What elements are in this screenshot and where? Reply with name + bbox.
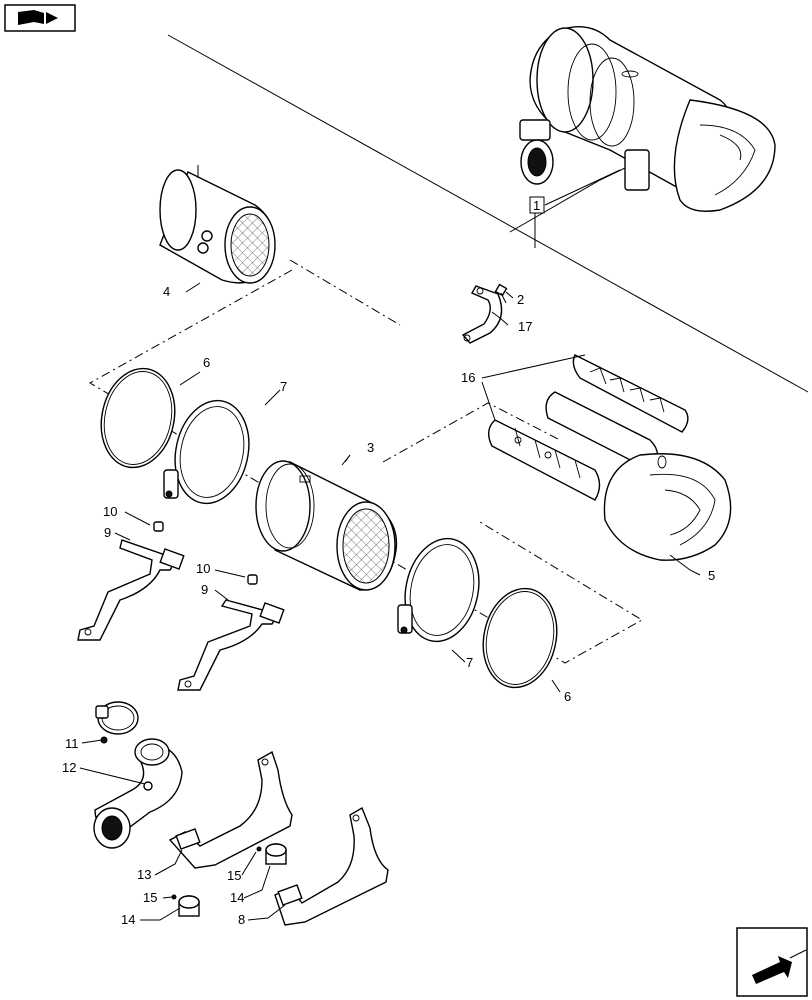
book-arrow-icon[interactable] [4, 4, 76, 32]
callout-9-upper: 9 [104, 525, 111, 540]
callout-8: 8 [238, 912, 245, 927]
next-page-arrow-icon[interactable] [736, 927, 808, 997]
part-8-saddle-bracket [274, 806, 389, 926]
callout-6-upper: 6 [203, 355, 210, 370]
part-10-bolt-lower [247, 574, 258, 585]
part-1-muffler-assembly [519, 26, 776, 212]
callout-1: 1 [533, 198, 540, 213]
part-7-clamp-lower [397, 537, 480, 643]
callout-15-left: 15 [143, 890, 157, 905]
callout-11: 11 [65, 736, 79, 751]
part-6-gasket-upper [100, 367, 176, 469]
part-13-saddle-bracket [168, 750, 293, 869]
callout-labels: 1 2 3 4 5 6 6 7 7 8 9 9 10 10 11 12 13 1… [62, 196, 715, 927]
callout-15-right: 15 [227, 868, 241, 883]
part-9-strap-lower [177, 599, 285, 691]
callout-7-upper: 7 [280, 379, 287, 394]
part-14-spacer-left [178, 895, 200, 917]
callout-box-1 [529, 196, 545, 214]
callout-9-lower: 9 [201, 582, 208, 597]
callout-7-lower: 7 [466, 655, 473, 670]
part-5-end-cap [603, 453, 732, 561]
callout-4: 4 [163, 284, 170, 299]
callout-14-left: 14 [121, 912, 135, 927]
part-9-strap-upper [77, 539, 185, 641]
reference-lines [167, 34, 809, 393]
callout-17: 17 [518, 319, 532, 334]
part-11-hose-clamp [95, 701, 139, 744]
callout-14-right: 14 [230, 890, 244, 905]
part-3-filter-cartridge [255, 460, 398, 591]
part-16-heat-shield-upper [572, 354, 689, 433]
part-12-elbow-hose [93, 738, 183, 849]
callout-6-lower: 6 [564, 689, 571, 704]
part-14-spacer-right [265, 843, 287, 865]
part-10-bolt-upper [153, 521, 164, 532]
part-17-clamp [461, 285, 503, 344]
callout-2: 2 [517, 292, 524, 307]
callout-10-lower: 10 [196, 561, 210, 576]
callout-13: 13 [137, 867, 151, 882]
callout-16: 16 [461, 370, 475, 385]
callout-10-upper: 10 [103, 504, 117, 519]
assembly-centerlines [88, 259, 643, 664]
part-4-inlet-section [159, 165, 276, 284]
part-6-gasket-lower [482, 587, 558, 689]
part-2-bolt [494, 283, 508, 304]
callout-leaders [79, 282, 701, 921]
part-15-washer-right [256, 846, 262, 852]
part-7-clamp-upper [163, 399, 250, 505]
callout-3: 3 [367, 440, 374, 455]
callout-5: 5 [708, 568, 715, 583]
callout-12: 12 [62, 760, 76, 775]
part-16-heat-shield-lower [487, 419, 601, 501]
part-15-washer-left [171, 894, 177, 900]
